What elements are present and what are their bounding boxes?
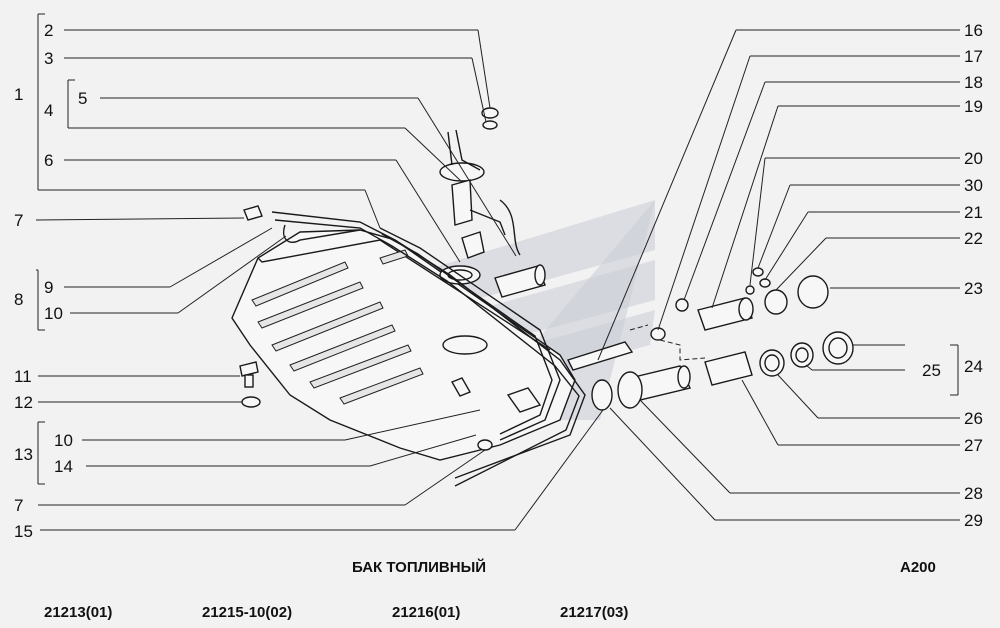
fuel-tank xyxy=(231,229,576,461)
leader-lines xyxy=(35,13,960,531)
callout-15: 15 xyxy=(14,522,33,541)
callout-14: 14 xyxy=(54,457,73,476)
nut-7 xyxy=(477,439,493,451)
callout-29: 29 xyxy=(964,511,983,530)
callout-9: 9 xyxy=(44,278,53,297)
callout-7-top: 7 xyxy=(14,211,23,230)
callout-12: 12 xyxy=(14,393,33,412)
model-3: 21216(01) xyxy=(392,604,460,621)
callout-7-bottom: 7 xyxy=(14,496,23,515)
left-callouts: 1 2 3 4 5 6 7 8 9 10 11 12 13 10 14 7 15 xyxy=(14,21,87,541)
diagram-code: A200 xyxy=(900,559,936,576)
callout-26: 26 xyxy=(964,409,983,428)
callout-16: 16 xyxy=(964,21,983,40)
clamps-28-29 xyxy=(591,371,643,411)
callout-4: 4 xyxy=(44,101,53,120)
callout-13: 13 xyxy=(14,445,33,464)
callout-27: 27 xyxy=(964,436,983,455)
callout-28: 28 xyxy=(964,484,983,503)
right-callouts: 16 17 18 19 20 30 21 22 23 24 25 26 27 2… xyxy=(922,21,983,530)
filler-pipe xyxy=(650,297,754,386)
callout-8: 8 xyxy=(14,290,23,309)
model-4: 21217(03) xyxy=(560,604,628,621)
clamp-7 xyxy=(243,205,263,221)
callout-6: 6 xyxy=(44,151,53,170)
footer: БАК ТОПЛИВНЫЙ A200 21213(01) 21215-10(02… xyxy=(44,558,936,621)
callout-5: 5 xyxy=(78,89,87,108)
callout-23: 23 xyxy=(964,279,983,298)
callout-10-bottom: 10 xyxy=(54,431,73,450)
diagram-title: БАК ТОПЛИВНЫЙ xyxy=(352,558,486,576)
callout-21: 21 xyxy=(964,203,983,222)
callout-20: 20 xyxy=(964,149,983,168)
callout-10-top: 10 xyxy=(44,304,63,323)
model-1: 21213(01) xyxy=(44,604,112,621)
nut-2 xyxy=(481,107,499,130)
filler-seals xyxy=(745,267,854,377)
fuel-lines xyxy=(271,211,586,487)
callout-2: 2 xyxy=(44,21,53,40)
callout-17: 17 xyxy=(964,47,983,66)
callout-1: 1 xyxy=(14,85,23,104)
callout-24: 24 xyxy=(964,357,983,376)
fuel-sensor xyxy=(439,129,506,259)
callout-11: 11 xyxy=(14,367,32,386)
callout-18: 18 xyxy=(964,73,983,92)
callout-22: 22 xyxy=(964,229,983,248)
washer-12 xyxy=(241,396,261,408)
callout-3: 3 xyxy=(44,49,53,68)
bolt-11 xyxy=(239,361,259,388)
intake-filter xyxy=(494,199,546,298)
callout-25: 25 xyxy=(922,361,941,380)
callout-19: 19 xyxy=(964,97,983,116)
model-2: 21215-10(02) xyxy=(202,604,292,621)
callout-30: 30 xyxy=(964,176,983,195)
